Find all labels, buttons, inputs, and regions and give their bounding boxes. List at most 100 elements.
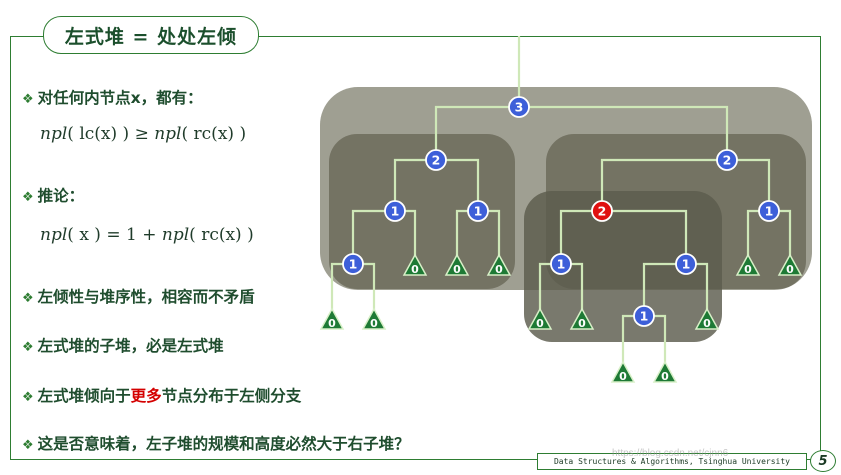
leaf-label: 0 bbox=[703, 317, 711, 330]
leaf-triangle bbox=[319, 307, 345, 330]
bullet-left-tendency: ❖左式堆倾向于更多节点分布于左侧分支 bbox=[22, 384, 301, 406]
external-leaf-node: 0 bbox=[569, 307, 595, 330]
leaf-triangle bbox=[402, 253, 428, 276]
external-leaf-node: 0 bbox=[486, 253, 512, 276]
leaf-label: 0 bbox=[328, 317, 336, 330]
formula-term: npl bbox=[40, 225, 68, 245]
bullet-compatibility: ❖左倾性与堆序性，相容而不矛盾 bbox=[22, 285, 255, 307]
node-circle bbox=[425, 149, 447, 171]
tree-edge bbox=[559, 209, 602, 264]
tree-edge bbox=[393, 158, 436, 211]
diamond-bullet-icon: ❖ bbox=[22, 340, 34, 355]
node-npl-label: 1 bbox=[682, 257, 691, 272]
footer-text: Data Structures & Algorithms, Tsinghua U… bbox=[553, 457, 790, 466]
node-circle bbox=[550, 253, 572, 275]
subheap-region-red bbox=[524, 191, 722, 342]
leaf-label: 0 bbox=[536, 317, 544, 330]
bullet-text: 这是否意味着，左子堆的规模和高度必然大于右子堆？ bbox=[37, 435, 410, 453]
leaf-label: 0 bbox=[578, 317, 586, 330]
tree-node: 1 bbox=[675, 253, 697, 275]
formula-term: ( rc(x) ) bbox=[189, 225, 254, 245]
tree-edge bbox=[727, 158, 771, 211]
bullet-text: 左倾性与堆序性，相容而不矛盾 bbox=[37, 288, 255, 306]
external-leaf-node: 0 bbox=[319, 307, 345, 330]
tree-edge bbox=[436, 158, 480, 211]
formula-npl-inequality: npl( lc(x) ) ≥ npl( rc(x) ) bbox=[40, 124, 246, 144]
diamond-bullet-icon: ❖ bbox=[22, 190, 34, 205]
node-circle bbox=[342, 253, 364, 275]
tree-node: 1 bbox=[758, 200, 780, 222]
diamond-bullet-icon: ❖ bbox=[22, 92, 34, 107]
node-circle bbox=[716, 149, 738, 171]
subheap-region-left bbox=[329, 134, 515, 289]
diamond-bullet-icon: ❖ bbox=[22, 438, 34, 453]
bullet-text: 推论： bbox=[37, 187, 85, 205]
tree-edge bbox=[351, 209, 395, 264]
external-leaf-node: 0 bbox=[361, 307, 387, 330]
page-number: 5 bbox=[810, 450, 836, 472]
tree-edge bbox=[600, 158, 727, 211]
highlight-text: 更多 bbox=[130, 387, 162, 405]
node-circle bbox=[591, 200, 613, 222]
diamond-bullet-icon: ❖ bbox=[22, 390, 34, 405]
diamond-bullet-icon: ❖ bbox=[22, 291, 34, 306]
slide-title-text: 左式堆 = 处处左倾 bbox=[64, 25, 238, 48]
bullet-corollary: ❖推论： bbox=[22, 184, 84, 206]
node-npl-label: 2 bbox=[432, 153, 441, 168]
bullet-subheap: ❖左式堆的子堆，必是左式堆 bbox=[22, 334, 224, 356]
node-circle bbox=[675, 253, 697, 275]
leaf-label: 0 bbox=[619, 370, 627, 383]
node-circle bbox=[508, 96, 530, 118]
leaf-triangle bbox=[444, 253, 470, 276]
tree-node: 1 bbox=[633, 305, 655, 327]
tree-node: 1 bbox=[550, 253, 572, 275]
leaf-triangle bbox=[735, 253, 761, 276]
tree-edge bbox=[642, 262, 686, 316]
tree-edges bbox=[330, 36, 792, 371]
node-circle bbox=[633, 305, 655, 327]
footer-course-label: Data Structures & Algorithms, Tsinghua U… bbox=[537, 453, 807, 470]
tree-node: 1 bbox=[467, 200, 489, 222]
tree-edge bbox=[602, 209, 688, 264]
slide-frame bbox=[10, 36, 821, 460]
leaf-label: 0 bbox=[453, 263, 461, 276]
bullet-npl-property: ❖对任何内节点x，都有： bbox=[22, 86, 203, 108]
leaf-label: 0 bbox=[744, 263, 752, 276]
slide-title: 左式堆 = 处处左倾 bbox=[43, 16, 259, 54]
bullet-text: 节点分布于左侧分支 bbox=[161, 387, 302, 405]
page-number-text: 5 bbox=[818, 453, 828, 469]
tree-node: 2 bbox=[716, 149, 738, 171]
external-leaf-node: 0 bbox=[735, 253, 761, 276]
node-npl-label: 2 bbox=[723, 153, 732, 168]
leaf-triangle bbox=[610, 360, 636, 383]
tree-node: 2 bbox=[425, 149, 447, 171]
bullet-text: 左式堆倾向于 bbox=[37, 387, 131, 405]
tree-edge bbox=[434, 105, 519, 160]
node-npl-label: 1 bbox=[474, 204, 483, 219]
bullet-text: 左式堆的子堆，必是左式堆 bbox=[37, 337, 224, 355]
node-npl-label: 2 bbox=[598, 204, 607, 219]
tree-node: 1 bbox=[342, 253, 364, 275]
leaf-label: 0 bbox=[370, 317, 378, 330]
external-leaf-node: 0 bbox=[652, 360, 678, 383]
node-npl-label: 1 bbox=[349, 257, 358, 272]
leaf-triangle bbox=[527, 307, 553, 330]
external-leaf-node: 0 bbox=[777, 253, 803, 276]
node-circle bbox=[758, 200, 780, 222]
node-npl-label: 1 bbox=[765, 204, 774, 219]
leaf-triangle bbox=[486, 253, 512, 276]
leaf-triangle bbox=[777, 253, 803, 276]
formula-term: npl bbox=[161, 225, 190, 245]
external-leaf-node: 0 bbox=[610, 360, 636, 383]
formula-npl-equation: npl( x ) = 1 + npl( rc(x) ) bbox=[40, 225, 254, 245]
watermark-text: https://blog.csdn.net/cjnn6 bbox=[612, 448, 729, 459]
external-leaf-node: 0 bbox=[402, 253, 428, 276]
formula-term: npl bbox=[40, 124, 68, 144]
node-npl-label: 1 bbox=[557, 257, 566, 272]
leaf-label: 0 bbox=[411, 263, 419, 276]
bullet-question: ❖这是否意味着，左子堆的规模和高度必然大于右子堆？ bbox=[22, 432, 410, 454]
leaf-label: 0 bbox=[495, 263, 503, 276]
leaf-triangle bbox=[569, 307, 595, 330]
formula-term: ( lc(x) ) ≥ bbox=[67, 124, 155, 144]
